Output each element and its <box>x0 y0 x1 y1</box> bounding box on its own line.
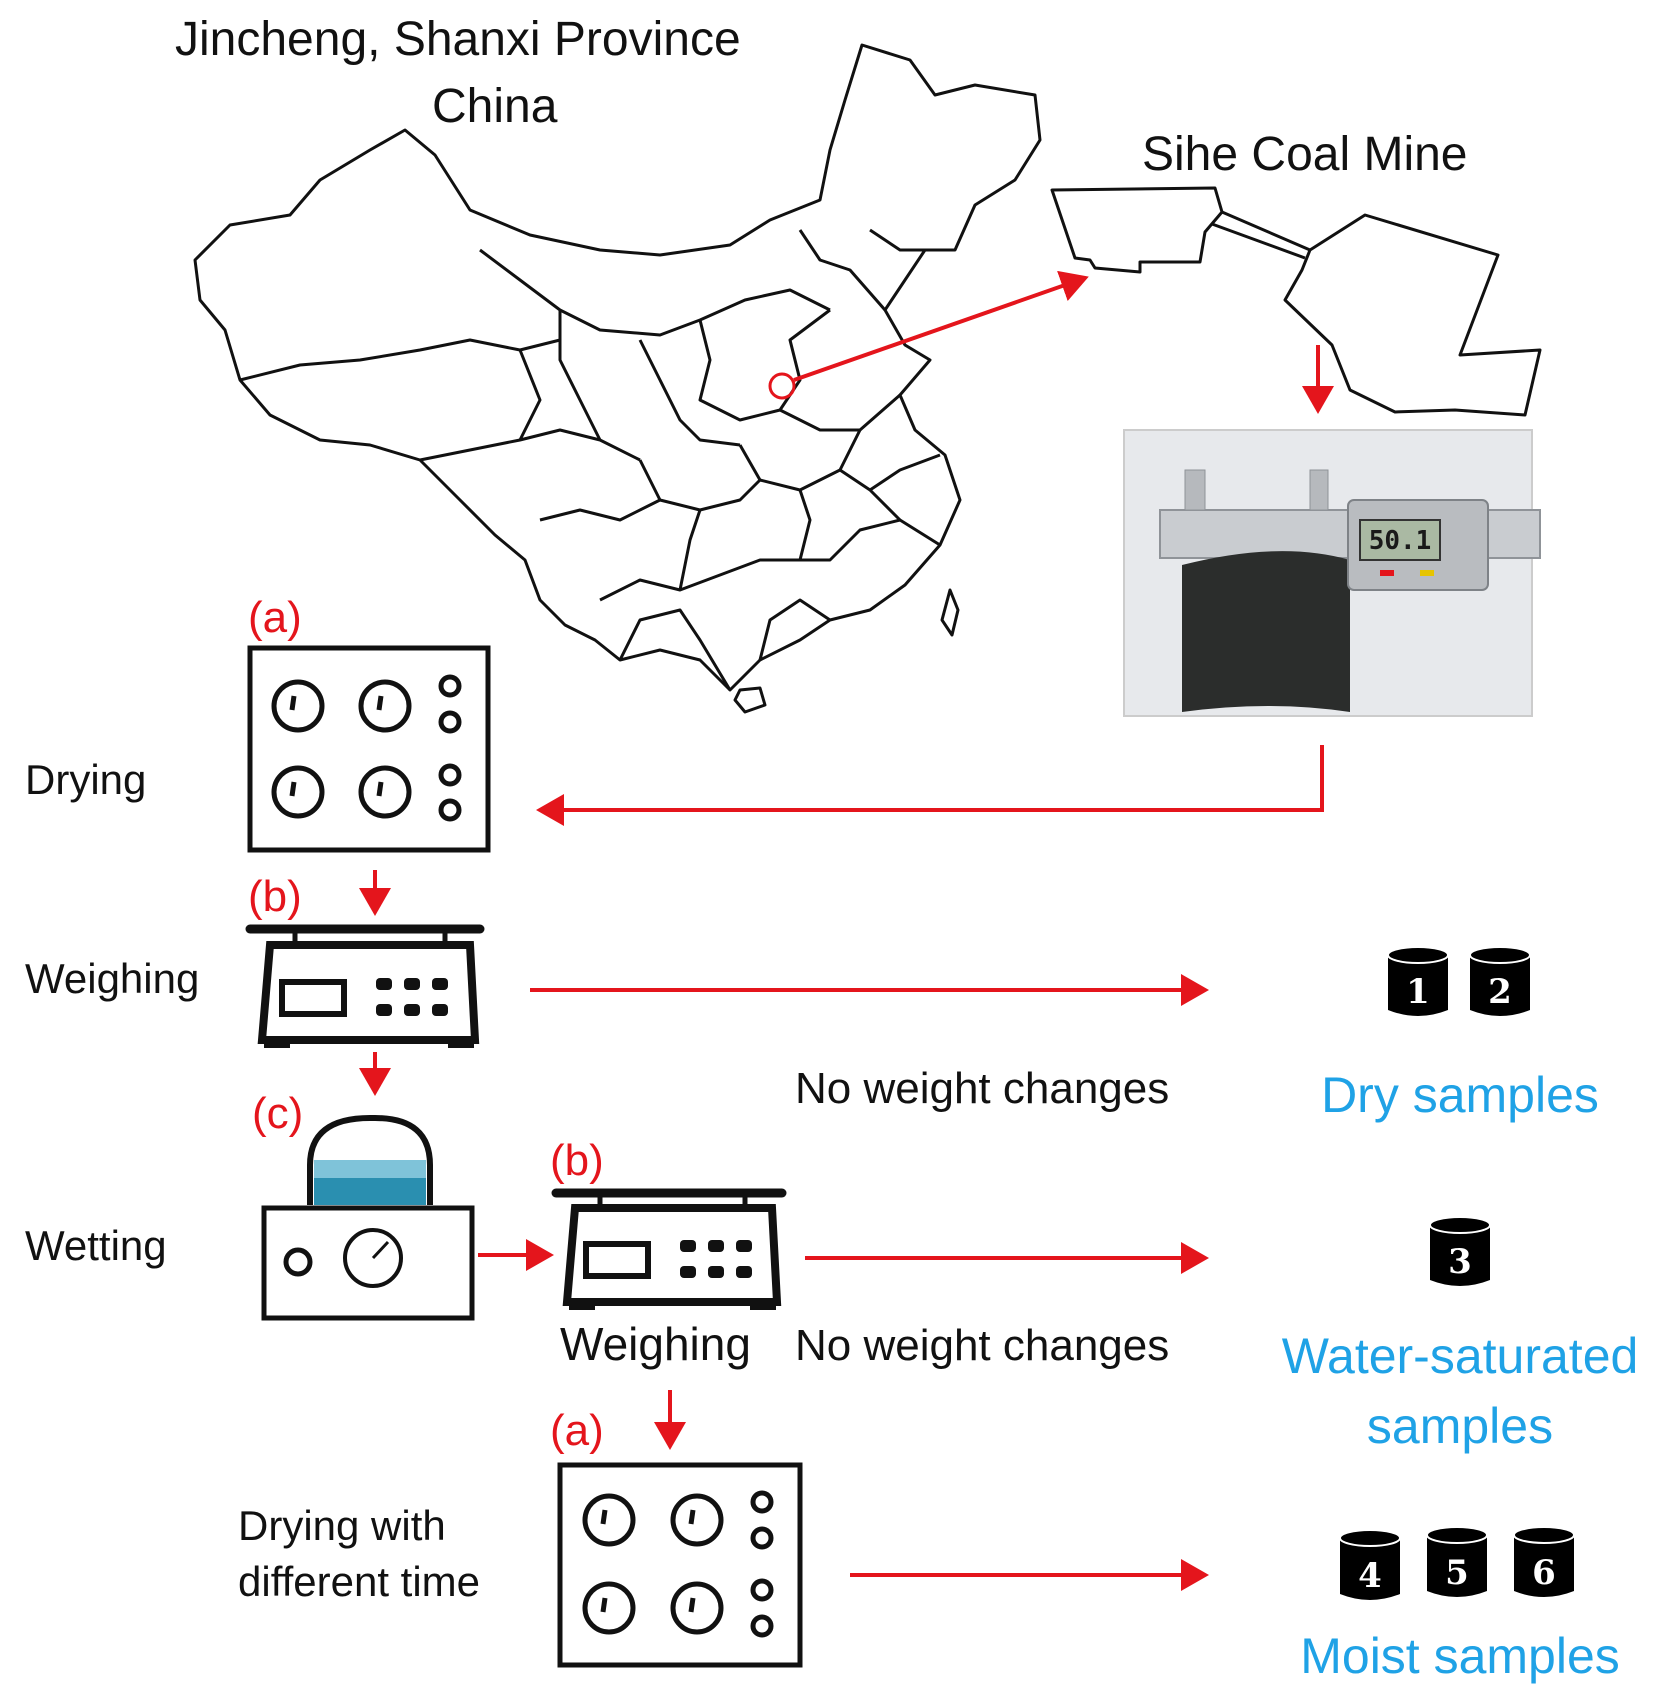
sample-cylinder-icon: 1 <box>1387 946 1449 1016</box>
svg-text:2: 2 <box>1488 972 1512 1012</box>
step-label-wetting: Wetting <box>25 1222 167 1269</box>
step-letter-a: (a) <box>248 593 302 642</box>
sample-cylinder-icon: 6 <box>1513 1526 1575 1597</box>
step-label-drying-2-line2: different time <box>238 1558 480 1605</box>
arrow-map-to-mine <box>793 270 1089 382</box>
step-letter-b-2: (b) <box>550 1136 604 1185</box>
location-label: Jincheng, Shanxi Province <box>175 13 741 66</box>
oven-icon <box>247 645 491 853</box>
step-label-weighing-2: Weighing <box>560 1318 751 1370</box>
sample-cylinder-icon: 5 <box>1426 1526 1488 1597</box>
jincheng-marker-icon <box>768 372 796 400</box>
pressure-gauge-icon <box>343 1228 403 1288</box>
step-label-weighing: Weighing <box>25 955 199 1002</box>
country-label: China <box>432 80 558 133</box>
moist-samples-icons: 4 5 6 <box>1339 1526 1575 1600</box>
vacuum-saturation-icon <box>261 1115 475 1321</box>
svg-text:6: 6 <box>1532 1553 1556 1593</box>
sample-cylinder-icon: 3 <box>1429 1216 1491 1286</box>
step-label-drying-2-line1: Drying with <box>238 1502 446 1549</box>
dry-samples-icons: 1 2 <box>1387 946 1531 1016</box>
saturated-samples-icons: 3 <box>1429 1216 1491 1286</box>
condition-label-2: No weight changes <box>795 1321 1169 1370</box>
step-letter-b: (b) <box>248 872 302 921</box>
svg-text:1: 1 <box>1406 972 1430 1012</box>
condition-label-1: No weight changes <box>795 1064 1169 1113</box>
moist-samples-label: Moist samples <box>1300 1628 1620 1684</box>
svg-text:4: 4 <box>1358 1556 1382 1596</box>
saturated-samples-label-line1: Water-saturated <box>1282 1328 1639 1384</box>
svg-text:3: 3 <box>1448 1242 1472 1282</box>
caliper-display <box>1359 519 1441 561</box>
scale-icon <box>245 924 485 1048</box>
sample-cylinder-icon: 2 <box>1469 946 1531 1016</box>
step-label-drying: Drying <box>25 756 146 803</box>
svg-text:5: 5 <box>1445 1553 1469 1593</box>
coal-sample-photo: 50.1 <box>1123 429 1541 717</box>
mine-label: Sihe Coal Mine <box>1142 128 1468 181</box>
mine-outline <box>1050 186 1542 417</box>
arrow-sample-to-drying <box>536 745 1324 826</box>
sample-cylinder-icon: 4 <box>1339 1529 1401 1600</box>
oven-icon-2 <box>557 1462 803 1668</box>
step-letter-c: (c) <box>252 1089 303 1138</box>
saturated-samples-label-line2: samples <box>1367 1398 1553 1454</box>
china-map <box>193 43 1042 714</box>
dry-samples-label: Dry samples <box>1321 1067 1599 1123</box>
step-letter-a-2: (a) <box>550 1406 604 1455</box>
scale-icon-2 <box>551 1188 787 1310</box>
coal-core <box>1182 551 1350 712</box>
caliper-reading: 50.1 <box>1369 526 1432 556</box>
